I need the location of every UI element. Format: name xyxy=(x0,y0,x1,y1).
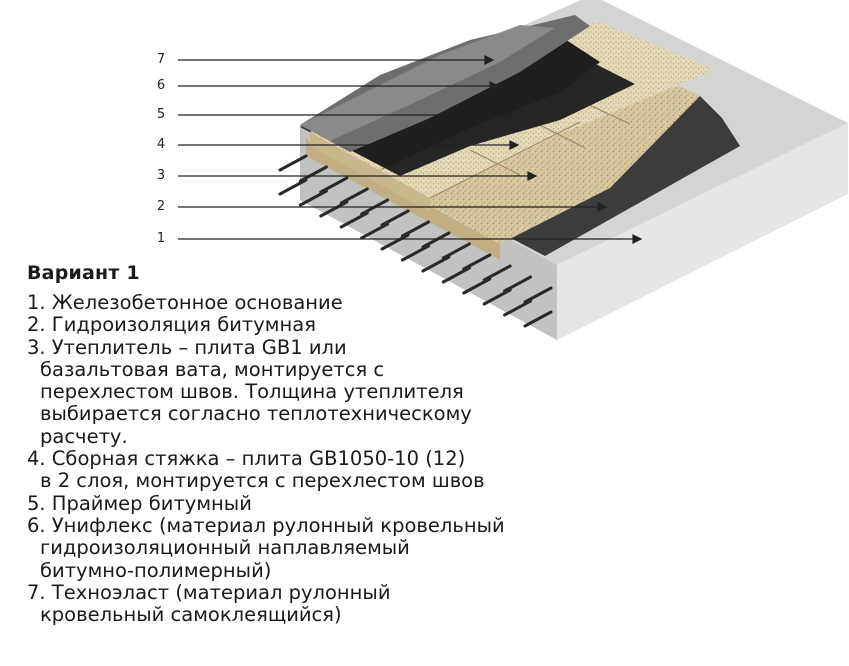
rebar-end xyxy=(462,277,492,295)
legend-line: выбирается согласно теплотехническому xyxy=(40,402,472,426)
rebar-end xyxy=(380,209,410,227)
legend-line: 2. Гидроизоляция битумная xyxy=(27,313,316,337)
legend-item-1: 1. Железобетонное основание xyxy=(27,291,505,314)
slab-side-face xyxy=(557,123,848,340)
rebar-end xyxy=(319,200,349,218)
callout-number-7: 7 xyxy=(156,52,166,67)
arrow-2 xyxy=(597,202,608,212)
rebar-end xyxy=(298,165,328,183)
callout-number-5: 5 xyxy=(156,107,166,122)
rebar-end xyxy=(278,178,308,196)
rebar-end xyxy=(339,187,369,205)
legend-item-3: 3. Утеплитель – плита GB1 или базальтова… xyxy=(27,335,505,448)
arrow-3 xyxy=(527,171,538,181)
rebar-end xyxy=(441,266,471,284)
legend-line: 3. Утеплитель – плита GB1 или xyxy=(27,335,347,359)
rebar-end xyxy=(339,211,369,229)
legend-line: 7. Техноэласт (материал рулонный xyxy=(27,580,391,604)
rebar-end xyxy=(360,222,390,240)
legend-item-4: 4. Сборная стяжка – плита GB1050-10 (12)… xyxy=(27,447,505,493)
rebar-end xyxy=(421,255,451,273)
legend-line: 1. Железобетонное основание xyxy=(27,291,343,314)
rebar-end xyxy=(523,286,553,304)
legend-line: в 2 слоя, монтируется с перехлестом швов xyxy=(40,469,485,493)
arrow-7 xyxy=(484,55,495,65)
rebar-end xyxy=(482,264,512,282)
legend-item-2: 2. Гидроизоляция битумная xyxy=(27,313,505,337)
rebar-ends xyxy=(278,154,553,328)
arrow-5 xyxy=(504,110,515,120)
callout-number-2: 2 xyxy=(156,199,166,214)
variant-title: Вариант 1 xyxy=(27,262,140,284)
rebar-end xyxy=(482,288,512,306)
rebar-end xyxy=(401,220,430,238)
rebar-end xyxy=(462,253,492,271)
rebar-end xyxy=(441,242,471,260)
legend-line: битумно-полимерный) xyxy=(40,558,272,582)
callout-number-6: 6 xyxy=(156,78,166,93)
callout-lines xyxy=(178,55,643,244)
rebar-end xyxy=(298,189,328,207)
callout-number-3: 3 xyxy=(156,168,166,183)
rebar-end xyxy=(523,310,553,328)
callout-number-4: 4 xyxy=(156,137,166,152)
legend-line: кровельный самоклеящийся) xyxy=(40,603,342,627)
legend-item-7: 7. Техноэласт (материал рулонный кровель… xyxy=(27,580,505,627)
legend-line: 5. Праймер битумный xyxy=(27,491,252,515)
arrow-6 xyxy=(489,81,500,91)
arrow-1 xyxy=(632,234,643,244)
rebar-end xyxy=(319,176,349,194)
legend-line: гидроизоляционный наплавляемый xyxy=(40,536,410,560)
screed-front-face xyxy=(310,132,430,212)
rebar-end xyxy=(401,244,430,262)
rebar-end xyxy=(278,154,308,172)
layer-legend: 1. Железобетонное основание 2. Гидроизол… xyxy=(27,291,505,627)
legend-line: 6. Унифлекс (материал рулонный кровельны… xyxy=(27,513,505,537)
callout-number-1: 1 xyxy=(156,231,166,246)
arrow-4 xyxy=(509,140,520,150)
rebar-end xyxy=(503,275,533,293)
rebar-end xyxy=(421,231,451,249)
legend-line: 4. Сборная стяжка – плита GB1050-10 (12) xyxy=(27,447,466,471)
legend-item-6: 6. Унифлекс (материал рулонный кровельны… xyxy=(27,513,505,582)
legend-line: расчету. xyxy=(40,424,128,448)
membrane-highlight xyxy=(300,25,555,141)
rebar-end xyxy=(503,299,533,317)
legend-item-5: 5. Праймер битумный xyxy=(27,491,505,515)
rebar-end xyxy=(380,233,410,251)
legend-line: базальтовая вата, монтируется с xyxy=(40,357,385,381)
legend-line: перехлестом швов. Толщина утеплителя xyxy=(40,380,464,404)
